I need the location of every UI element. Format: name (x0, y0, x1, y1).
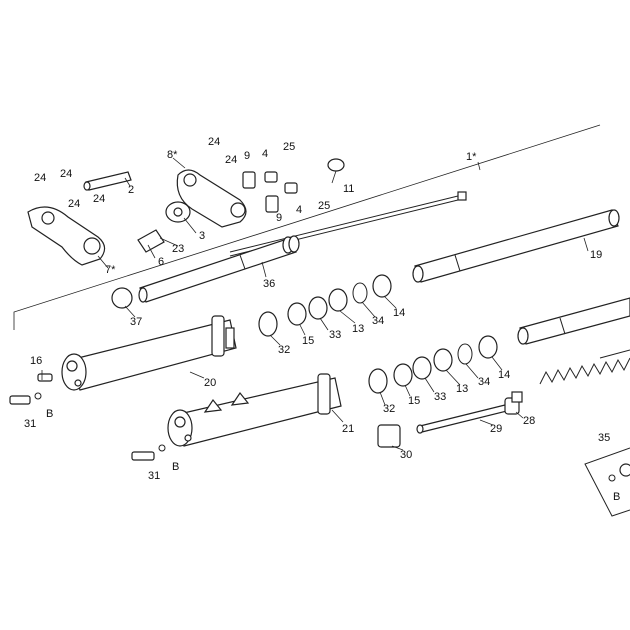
part-20-fork-leg (61, 315, 237, 391)
label-b2: B (172, 461, 179, 473)
part-35-box (584, 447, 630, 517)
part-31a-bolt (9, 392, 42, 405)
label-9a: 9 (244, 150, 250, 162)
part-19-tube (412, 209, 620, 283)
label-30: 30 (400, 449, 412, 461)
label-11: 11 (343, 183, 354, 195)
label-25b: 25 (318, 200, 330, 212)
leader-lines (41, 157, 589, 451)
label-b1: B (46, 408, 53, 420)
part-spring (539, 349, 630, 385)
label-19: 19 (590, 249, 602, 261)
part-7-bracket (27, 206, 106, 266)
part-36-tube (138, 191, 467, 303)
label-13a: 13 (352, 323, 364, 335)
seal-row-2 (368, 335, 498, 394)
part-16-bolt (37, 373, 53, 382)
part-29-rod (416, 391, 523, 434)
label-6: 6 (158, 256, 164, 268)
part-6-bracket (137, 229, 165, 253)
label-33a: 33 (329, 329, 341, 341)
part-11-cap (327, 158, 345, 172)
label-25a: 25 (283, 141, 295, 153)
label-24f: 24 (225, 154, 237, 166)
label-8: 8* (167, 149, 178, 161)
label-9b: 9 (276, 212, 282, 224)
label-29: 29 (490, 423, 502, 435)
part-3-nut (165, 201, 191, 223)
label-13b: 13 (456, 383, 468, 395)
label-37: 37 (130, 316, 142, 328)
label-24a: 24 (34, 172, 46, 184)
part-30-bush (377, 424, 401, 448)
label-32a: 32 (278, 344, 290, 356)
label-14a: 14 (393, 307, 405, 319)
label-4a: 4 (262, 148, 268, 160)
label-32b: 32 (383, 403, 395, 415)
label-24e: 24 (208, 136, 220, 148)
label-36: 36 (263, 278, 275, 290)
part-31b-bolt (131, 444, 166, 461)
label-24b: 24 (60, 168, 72, 180)
label-34b: 34 (478, 376, 490, 388)
label-20: 20 (204, 377, 216, 389)
label-23: 23 (172, 243, 184, 255)
label-31a: 31 (24, 418, 36, 430)
label-15b: 15 (408, 395, 420, 407)
label-24c: 24 (68, 198, 80, 210)
assembly-bracket (13, 124, 601, 330)
label-33b: 33 (434, 391, 446, 403)
label-31b: 31 (148, 470, 160, 482)
label-3: 3 (199, 230, 205, 242)
label-1: 1* (466, 151, 477, 163)
label-14b: 14 (498, 369, 510, 381)
part-21-fork-leg (167, 373, 342, 447)
label-15a: 15 (302, 335, 314, 347)
part-2-pin (83, 171, 132, 191)
label-7: 7* (105, 264, 116, 276)
label-21: 21 (342, 423, 354, 435)
label-16: 16 (30, 355, 42, 367)
label-34a: 34 (372, 315, 384, 327)
part-8-triple-clamp (176, 169, 247, 228)
part-labels: 1* 2 3 4 4 6 7* 8* 9 9 11 13 13 14 14 15… (24, 136, 620, 503)
label-2: 2 (128, 184, 134, 196)
part-19b-tube (517, 297, 630, 345)
label-35: 35 (598, 432, 610, 444)
label-b3: B (613, 491, 620, 503)
label-24d: 24 (93, 193, 105, 205)
label-4b: 4 (296, 204, 302, 216)
seal-row-1 (111, 274, 392, 337)
part-9-clamps (242, 171, 298, 213)
label-28: 28 (523, 415, 535, 427)
